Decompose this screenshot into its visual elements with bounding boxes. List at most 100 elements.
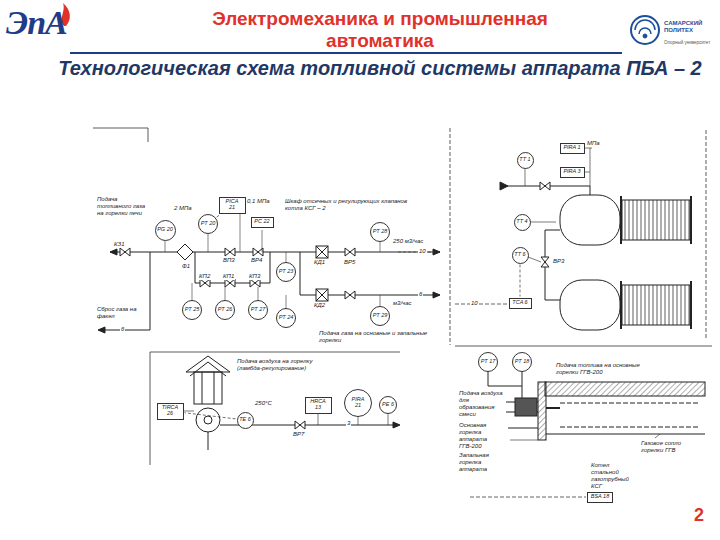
line-number: 3 <box>346 420 351 427</box>
instrument-tag: TIRCA 26 <box>160 405 180 417</box>
burner-assembly <box>470 497 586 498</box>
part-name: Котел стальной газотрубный КСГ <box>590 462 636 490</box>
instrument-bubble: PT 25 <box>182 300 202 320</box>
burner-assembly <box>508 428 538 429</box>
gas-pipeline <box>253 248 263 256</box>
flow-note: Подача газа на основные и запальные горе… <box>318 330 435 344</box>
gas-pipeline <box>316 246 328 258</box>
boiler-drums <box>620 281 622 329</box>
header-rule <box>70 52 622 54</box>
burner-assembly <box>546 434 705 435</box>
line-number: 10 <box>418 248 427 255</box>
boiler-drums <box>500 182 508 190</box>
section-header: Электромеханика и промышленная автоматик… <box>160 8 600 52</box>
pressure-value: МПа <box>586 140 601 147</box>
burner-assembly <box>510 440 538 441</box>
schematic-frame <box>150 352 400 465</box>
flow-note: Подача воздуха на горелку (ламбда-регули… <box>236 358 323 372</box>
gas-pipeline <box>345 248 355 256</box>
valve-tag: ВР3 <box>552 258 565 265</box>
boiler-drums <box>620 196 622 244</box>
valve-tag: КП1 <box>222 273 235 280</box>
university-emblem <box>631 16 659 44</box>
gas-pipeline <box>195 252 270 283</box>
pressure-value: 0,1 МПа <box>246 198 271 205</box>
gas-pipeline <box>316 289 328 301</box>
part-name: Подача воздуха для образования смеси <box>458 390 506 418</box>
instrument-bubble: PT 20 <box>198 214 218 234</box>
university-emblem <box>639 28 651 34</box>
instrument-box: TIRCA 26 <box>157 403 184 420</box>
air-blower <box>318 413 319 425</box>
instrument-tag: PG 20 <box>157 227 173 233</box>
valve-tag: КП3 <box>248 273 261 280</box>
instrument-box: PIRA 1 <box>560 143 585 154</box>
instrument-bubble: TE 6 <box>237 412 254 429</box>
page-number: 2 <box>694 506 704 524</box>
instrument-box: PC 22 <box>251 217 274 228</box>
instrument-box: PICA 21 <box>219 197 246 214</box>
flow-value: 250 м3/час <box>392 238 424 245</box>
instrument-bubble: PT 24 <box>276 308 296 328</box>
instrument-bubble: PT 29 <box>370 306 390 326</box>
flow-note: Подача топлива на основные горелки ГГВ-2… <box>555 362 657 376</box>
gas-pipeline <box>110 249 117 255</box>
air-blower <box>183 411 194 412</box>
instrument-tag: TT 6 <box>514 252 525 258</box>
impulse-line <box>262 230 263 252</box>
instrument-box: HRCA 13 <box>305 397 332 414</box>
instrument-tag: TT 1 <box>519 157 530 163</box>
instrument-bubble: PE 6 <box>379 396 397 414</box>
schematic-frame <box>455 346 712 347</box>
instrument-tag: PC 22 <box>254 219 269 225</box>
header-rule <box>70 53 622 54</box>
instrument-bubble: TT 1 <box>517 152 534 169</box>
boiler-drums <box>525 168 526 186</box>
burner-assembly <box>488 370 489 386</box>
boiler-drums <box>455 304 507 305</box>
air-blower <box>196 408 220 432</box>
boiler-drums <box>560 195 620 245</box>
instrument-bubble: PT 18 <box>512 352 532 372</box>
valve-tag: ВР4 <box>250 257 263 264</box>
air-blower <box>295 421 305 429</box>
instrument-tag: PT 17 <box>481 359 496 365</box>
schematic-frame <box>93 128 148 142</box>
schematic-frame <box>706 130 707 340</box>
air-blower <box>194 372 222 404</box>
boiler-drums <box>690 196 692 244</box>
flow-value: м3/час <box>392 300 413 307</box>
instrument-bubble: PT 27 <box>248 300 268 320</box>
air-blower <box>388 413 389 425</box>
valve-tag: КЗ1 <box>113 241 126 248</box>
instrument-tag: PT 26 <box>218 307 233 313</box>
instrument-tag: HRCA 13 <box>308 399 328 411</box>
signal-link <box>217 214 221 217</box>
gas-pipeline <box>177 244 193 260</box>
air-blower <box>186 356 230 372</box>
boiler-drums <box>530 222 556 223</box>
instrument-tag: PT 28 <box>373 229 388 235</box>
gas-pipeline <box>250 279 260 287</box>
flow-note: Сброс газа на факел <box>96 306 146 320</box>
instrument-bubble: PT 23 <box>276 262 296 282</box>
part-name: Запальная горелка аппарата <box>458 452 508 473</box>
instrument-bubble: PG 20 <box>155 220 176 241</box>
valve-tag: ВП3 <box>222 257 236 264</box>
instrument-tag: PIRA 21 <box>348 397 368 409</box>
boiler-drums <box>590 186 591 195</box>
impulse-line <box>240 213 241 252</box>
instrument-tag: PT 25 <box>185 307 200 313</box>
gas-pipeline <box>110 252 440 253</box>
instrument-tag: BSA 18 <box>591 494 609 500</box>
instrument-tag: TE 6 <box>239 417 251 423</box>
pressure-value: 2 МПа <box>173 205 193 212</box>
instrument-tag: PE 6 <box>382 402 394 408</box>
instrument-tag: PT 23 <box>279 269 294 275</box>
flow-note: Подача топливного газа на горелки печи <box>96 196 148 217</box>
air-blower <box>208 432 209 450</box>
impulse-line <box>165 213 440 310</box>
logo-mark: ЭпА <box>6 6 67 40</box>
logo-subtext: Опорный университет <box>664 40 716 45</box>
instrument-tag: TCA 6 <box>512 300 527 306</box>
